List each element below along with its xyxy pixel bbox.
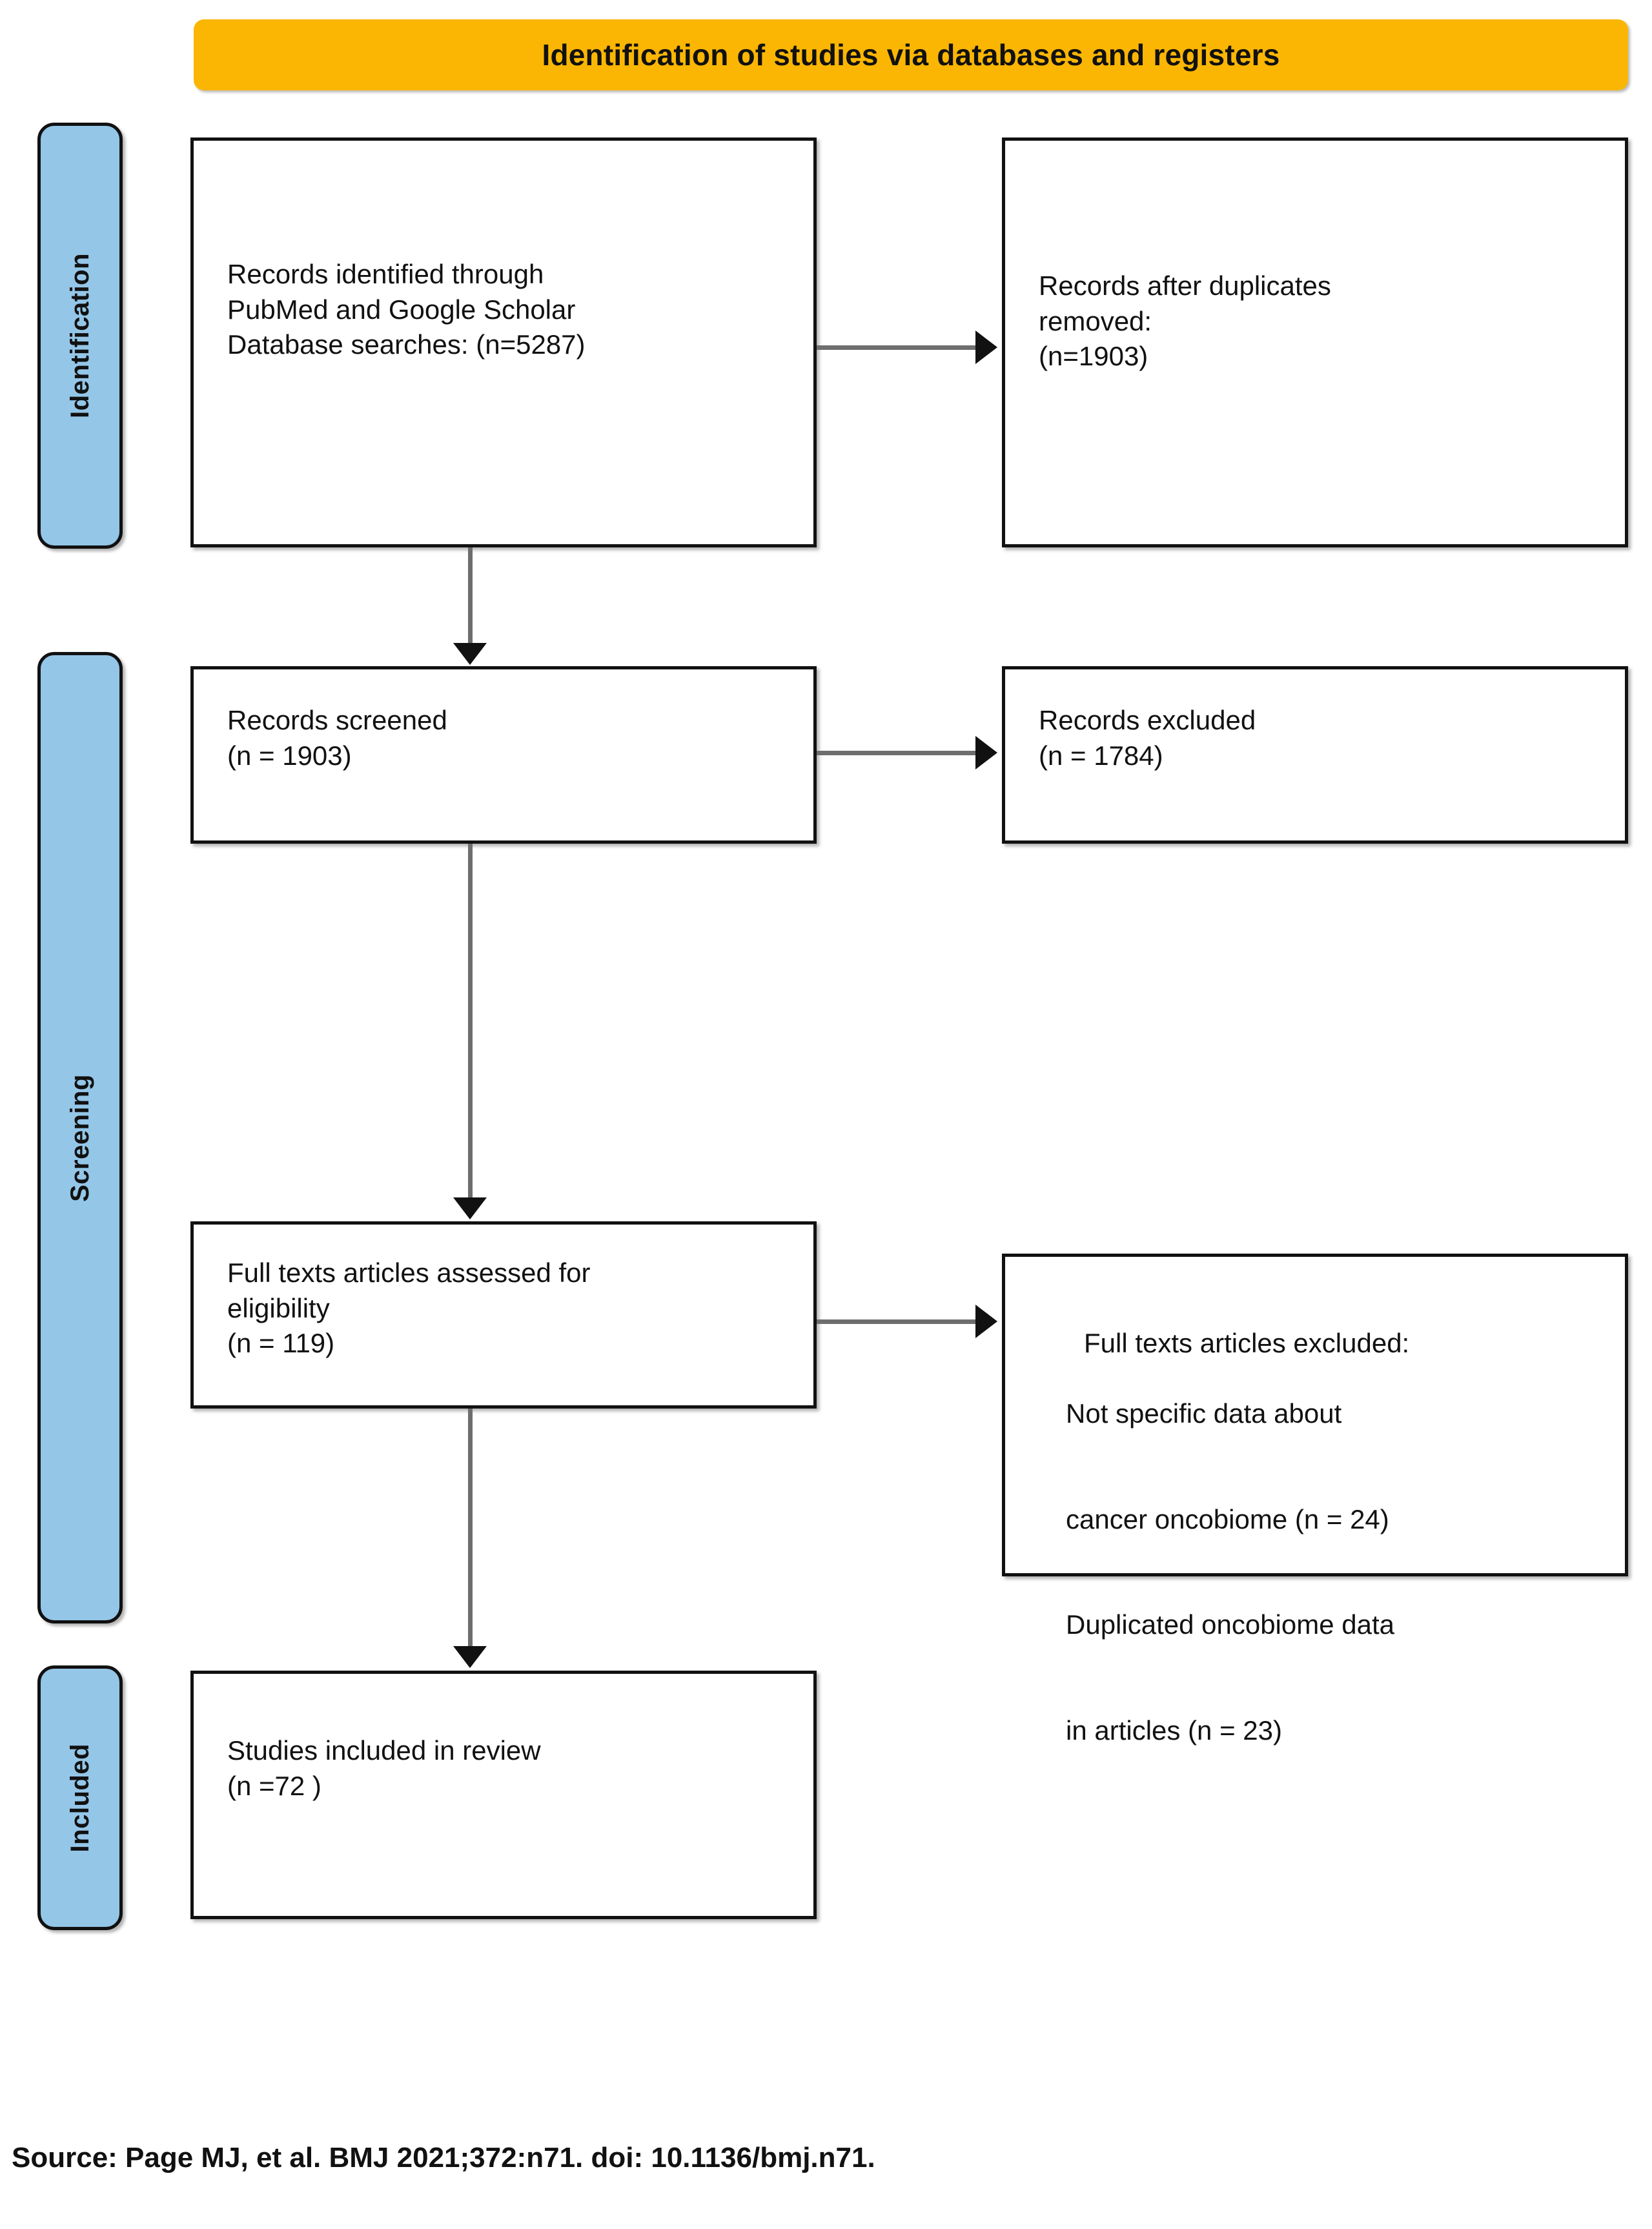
fulltext-excluded-heading: Full texts articles excluded: (1084, 1327, 1410, 1358)
box-records-identified-text: Records identified through PubMed and Go… (227, 259, 586, 360)
arrowhead-down-icon (453, 643, 487, 665)
fulltext-excluded-reason-1b: cancer oncobiome (n = 24) (1066, 1503, 1389, 1534)
fulltext-excluded-reason-2: Duplicated oncobiome data (1066, 1609, 1395, 1640)
phase-label-identification: Identification (37, 123, 123, 549)
box-fulltext-excluded-text: Full texts articles excluded: Not specif… (1039, 1290, 1409, 1819)
box-records-screened-text: Records screened (n = 1903) (227, 705, 447, 771)
box-records-identified: Records identified through PubMed and Go… (190, 137, 817, 547)
arrowhead-right-icon (975, 1305, 997, 1338)
connector-screened-to-fulltext (468, 844, 473, 1199)
arrowhead-right-icon (975, 736, 997, 769)
arrowhead-down-icon (453, 1646, 487, 1668)
box-duplicates-removed: Records after duplicates removed: (n=190… (1002, 137, 1628, 547)
box-records-excluded: Records excluded (n = 1784) (1002, 666, 1628, 844)
box-fulltext-assessed: Full texts articles assessed for eligibi… (190, 1221, 817, 1409)
box-duplicates-removed-text: Records after duplicates removed: (n=190… (1039, 270, 1331, 372)
box-records-screened: Records screened (n = 1903) (190, 666, 817, 844)
box-fulltext-excluded: Full texts articles excluded: Not specif… (1002, 1254, 1628, 1746)
diagram-banner: Identification of studies via databases … (194, 19, 1628, 90)
fulltext-excluded-reason-1: Not specific data about (1066, 1398, 1342, 1429)
banner-title: Identification of studies via databases … (542, 37, 1280, 72)
phase-label-included-text: Included (65, 1743, 94, 1853)
arrowhead-right-icon (975, 331, 997, 364)
box-fulltext-assessed-text: Full texts articles assessed for eligibi… (227, 1257, 591, 1359)
fulltext-excluded-reason-2b: in articles (n = 23) (1066, 1715, 1282, 1746)
connector-screened-to-excluded (817, 751, 978, 755)
box-studies-included-text: Studies included in review (n =72 ) (227, 1735, 541, 1801)
arrowhead-down-icon (453, 1197, 487, 1219)
phase-label-screening: Screening (37, 652, 123, 1623)
source-note: Source: Page MJ, et al. BMJ 2021;372:n71… (12, 2142, 875, 2173)
connector-fulltext-to-excluded (817, 1319, 978, 1324)
box-records-excluded-text: Records excluded (n = 1784) (1039, 705, 1256, 771)
phase-label-screening-text: Screening (65, 1074, 94, 1202)
phase-label-included: Included (37, 1665, 123, 1930)
connector-identified-to-screened (468, 547, 473, 644)
box-studies-included: Studies included in review (n =72 ) (190, 1671, 817, 1919)
connector-identified-to-duplicates (817, 345, 978, 350)
phase-label-identification-text: Identification (65, 253, 94, 418)
connector-fulltext-to-included (468, 1409, 473, 1647)
